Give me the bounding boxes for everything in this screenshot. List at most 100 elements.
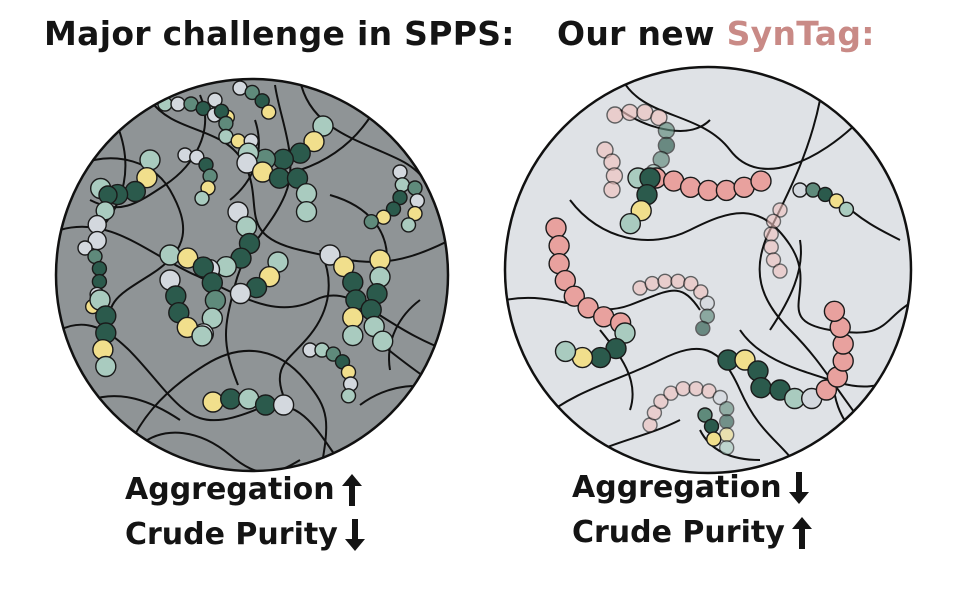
peptide-bead	[703, 418, 720, 434]
peptide-bead	[792, 182, 808, 198]
peptide-bead	[268, 167, 291, 189]
peptide-bead	[372, 330, 394, 352]
right-title-highlight: SynTag:	[726, 14, 875, 53]
arrow-down-icon	[344, 519, 365, 551]
peptide-bead	[652, 150, 670, 169]
peptide-bead	[763, 239, 779, 255]
peptide-bead	[719, 414, 735, 430]
peptide-bead	[392, 164, 408, 180]
peptide-bead	[765, 252, 782, 268]
peptide-bead	[719, 427, 735, 443]
peptide-bead	[91, 260, 108, 277]
peptide-bead	[204, 289, 227, 312]
peptide-bead	[823, 300, 846, 322]
peptide-bead	[719, 401, 735, 417]
peptide-bead	[712, 389, 728, 406]
peptide-bead	[657, 273, 673, 289]
peptide-bead	[201, 272, 224, 294]
peptide-bead	[817, 186, 833, 203]
peptide-bead	[272, 394, 295, 416]
peptide-bead	[207, 92, 223, 108]
left-title-text: Major challenge in SPPS:	[44, 14, 515, 53]
peptide-bead	[750, 170, 772, 192]
peptide-bead	[136, 166, 158, 189]
peptide-bead	[554, 340, 577, 363]
peptide-bead	[772, 202, 788, 218]
peptide-bead	[342, 271, 364, 293]
peptide-bead	[194, 190, 210, 207]
peptide-bead	[363, 213, 379, 230]
peptide-bead	[202, 391, 224, 413]
peptide-bead	[695, 320, 711, 337]
peptide-bead	[98, 185, 118, 205]
peptide-bead	[139, 149, 161, 171]
peptide-bead	[392, 189, 408, 206]
peptide-bead	[295, 200, 318, 223]
peptide-bead	[340, 388, 357, 404]
peptide-bead	[697, 179, 720, 202]
peptide-bead	[719, 440, 735, 456]
peptide-bead	[170, 96, 186, 112]
peptide-bead	[400, 217, 417, 233]
peptide-bead	[219, 388, 242, 410]
peptide-bead	[244, 84, 260, 101]
peptide-bead	[272, 148, 294, 171]
peptide-bead	[763, 226, 779, 242]
peptide-bead	[77, 240, 93, 256]
left-resin-outline	[54, 77, 450, 473]
peptide-bead	[303, 130, 325, 153]
left-peptide-chains	[77, 80, 425, 416]
peptide-bead	[706, 431, 722, 447]
peptide-bead	[699, 295, 715, 311]
peptide-bead	[407, 180, 423, 196]
peptide-bead	[701, 383, 717, 399]
peptide-bead	[159, 244, 181, 266]
peptide-bead	[342, 306, 364, 329]
peptide-bead	[124, 180, 147, 203]
peptide-bead	[409, 193, 425, 209]
peptide-bead	[95, 355, 117, 378]
right-panel-title: Our new SynTag:	[557, 14, 875, 53]
peptide-bead	[765, 213, 782, 230]
peptide-bead	[688, 381, 704, 397]
peptide-bead	[838, 201, 855, 218]
peptide-bead	[254, 394, 277, 416]
arrow-down-icon	[788, 472, 809, 504]
peptide-bead	[715, 179, 738, 202]
arrow-up-icon	[791, 517, 812, 549]
peptide-bead	[191, 325, 213, 347]
peptide-bead	[772, 263, 788, 279]
peptide-bead	[545, 217, 567, 239]
right-resin-outline	[503, 65, 913, 475]
peptide-bead	[653, 393, 669, 410]
peptide-bead	[644, 275, 660, 292]
peptide-bead	[195, 100, 211, 117]
left-aggregation-stat: Aggregation	[125, 470, 363, 510]
peptide-bead	[828, 193, 845, 209]
peptide-bead	[657, 121, 676, 140]
right-peptide-chains	[545, 103, 855, 456]
peptide-bead	[218, 115, 234, 132]
left-resin-circle	[54, 77, 450, 473]
peptide-bead	[342, 324, 364, 347]
peptide-bead	[683, 275, 699, 292]
peptide-bead	[603, 180, 621, 199]
peptide-bead	[91, 273, 108, 290]
peptide-bead	[646, 405, 663, 421]
peptide-bead	[254, 93, 270, 109]
peptide-bead	[675, 381, 691, 397]
right-resin-circle	[503, 65, 913, 475]
peptide-bead	[407, 205, 423, 222]
peptide-bead	[563, 285, 585, 307]
arrow-up-icon	[341, 474, 362, 506]
right-purity-label: Crude Purity	[572, 515, 785, 550]
peptide-bead	[385, 201, 402, 217]
peptide-bead	[229, 282, 252, 305]
peptide-bead	[679, 176, 702, 199]
left-aggregation-label: Aggregation	[125, 472, 335, 507]
peptide-bead	[295, 182, 318, 205]
peptide-bead	[693, 284, 709, 300]
left-purity-stat: Crude Purity	[125, 515, 366, 555]
peptide-bead	[697, 407, 713, 423]
